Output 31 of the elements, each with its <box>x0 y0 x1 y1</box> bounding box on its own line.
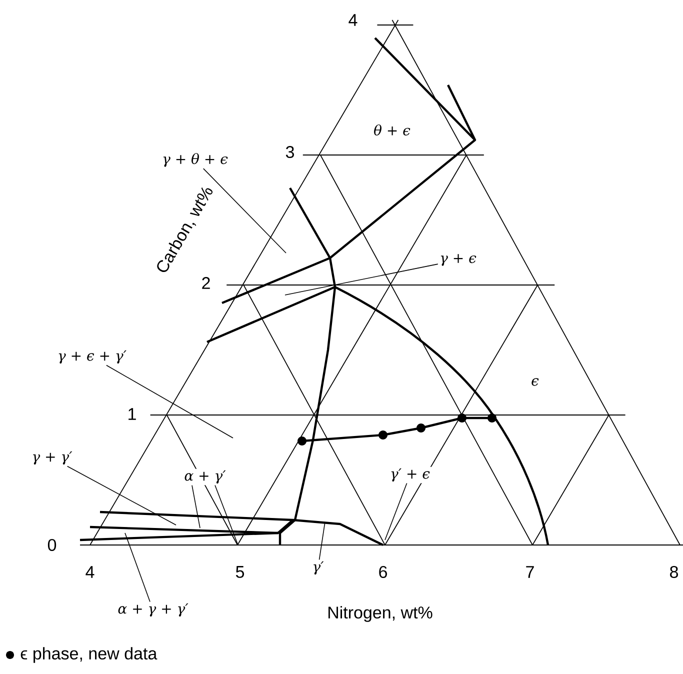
leader-line <box>124 532 150 602</box>
tick-label: 6 <box>379 566 387 578</box>
leader-line <box>192 484 200 528</box>
phase-label: α + γ′ <box>182 468 228 486</box>
phase-label: α + γ + γ′ <box>116 602 190 618</box>
phase-label: γ + ϵ + γ′ <box>56 348 128 366</box>
leader-line <box>284 264 438 296</box>
leader-line <box>318 522 326 560</box>
legend-text: ϵ phase, new data <box>20 647 158 663</box>
phase-label: γ + θ + ϵ <box>160 152 230 168</box>
axis-title: Nitrogen, wt% <box>328 606 432 622</box>
phase-label: ϵ <box>532 378 539 386</box>
phase-label: γ′ <box>310 560 326 576</box>
phase-label: θ + ϵ <box>374 124 410 136</box>
leader-line <box>384 482 408 540</box>
leader-line <box>214 484 238 546</box>
tick-label: 4 <box>86 566 94 578</box>
tick-label: 8 <box>670 566 678 578</box>
tick-label: 4 <box>348 14 358 26</box>
leader-line <box>106 364 234 438</box>
tick-label: 1 <box>128 408 136 420</box>
tick-label: 5 <box>236 566 244 578</box>
tick-label: 2 <box>202 277 210 289</box>
phase-label: γ′ + ϵ <box>388 466 432 484</box>
tick-label: 7 <box>526 566 534 578</box>
phase-label: γ + γ′ <box>30 450 74 466</box>
tick-label: 3 <box>286 146 294 158</box>
leader-line <box>202 168 286 254</box>
leader-line <box>66 466 176 526</box>
phase-label: γ + ϵ <box>438 252 478 268</box>
tick-label: 0 <box>48 538 56 552</box>
